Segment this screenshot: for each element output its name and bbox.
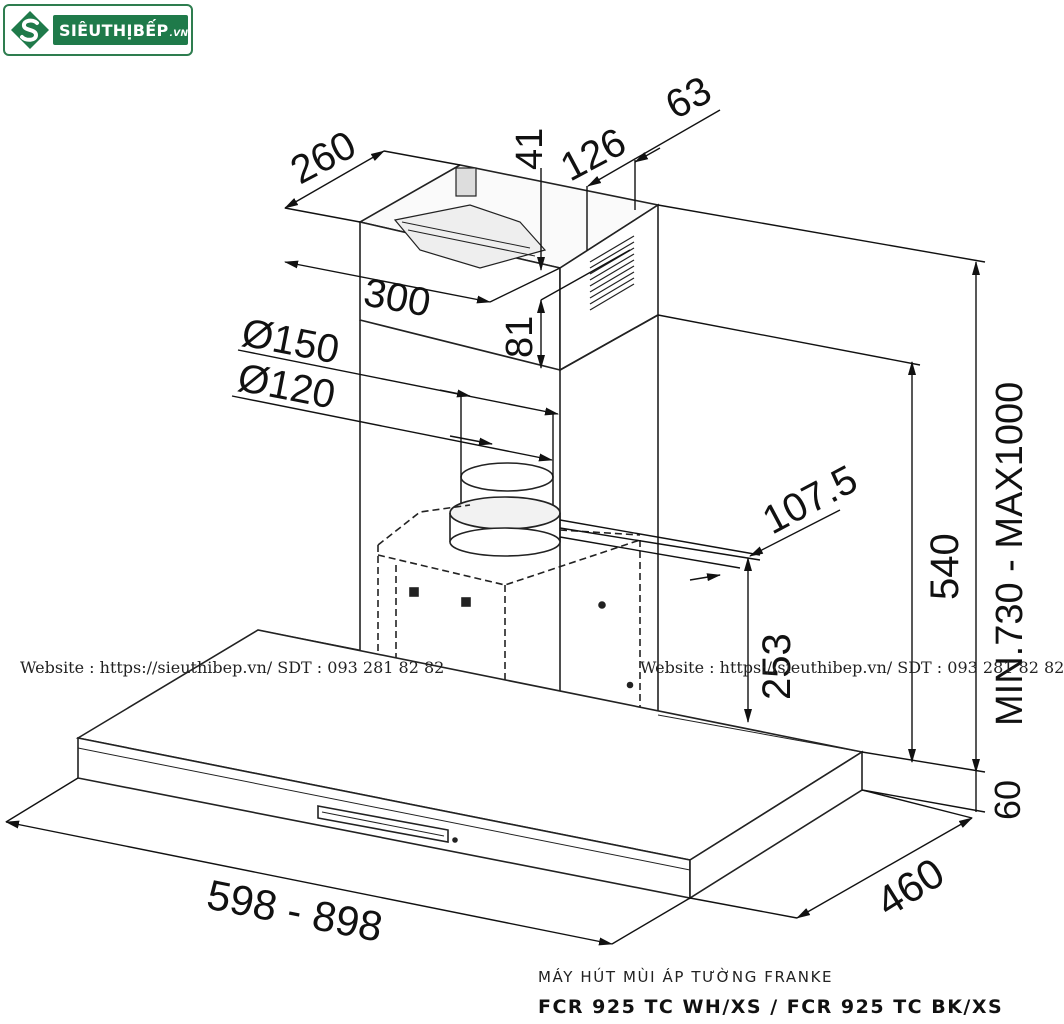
watermark-left: Website : https://sieuthibep.vn/ SDT : 0…: [20, 658, 445, 677]
brand-name: SIÊUTHỊBẾP: [59, 20, 169, 40]
dim-41: 41: [509, 128, 551, 170]
dim-540: 540: [923, 533, 967, 600]
caption-product-type: MÁY HÚT MÙI ÁP TƯỜNG FRANKE: [538, 968, 834, 986]
dim-460: 460: [868, 849, 952, 926]
caption-model: FCR 925 TC WH/XS / FCR 925 TC BK/XS: [538, 996, 1004, 1018]
logo-s-icon: [11, 11, 49, 49]
dim-63: 63: [659, 68, 719, 128]
dim-253: 253: [755, 633, 799, 700]
dim-60: 60: [987, 780, 1028, 820]
dim-126: 126: [554, 120, 634, 190]
range-hood-dimension-drawing: 260 41 126 63 300 81 Ø150 Ø120 107.5 540…: [5, 68, 1031, 951]
brand-logo[interactable]: SIÊUTHỊBẾP.VN: [3, 4, 193, 56]
brand-wordmark: SIÊUTHỊBẾP.VN: [53, 15, 189, 45]
dim-width-range: 598 - 898: [203, 871, 386, 951]
watermark-right: Website : https://sieuthibep.vn/ SDT : 0…: [640, 658, 1064, 677]
brand-tld: .VN: [169, 29, 189, 39]
dim-260: 260: [284, 123, 364, 193]
dimension-lines: [5, 109, 986, 946]
dim-107-5: 107.5: [756, 457, 865, 543]
dim-81: 81: [499, 316, 541, 358]
hood-drawing: [75, 164, 865, 900]
dim-height-range: MIN.730 - MAX1000: [989, 382, 1031, 726]
